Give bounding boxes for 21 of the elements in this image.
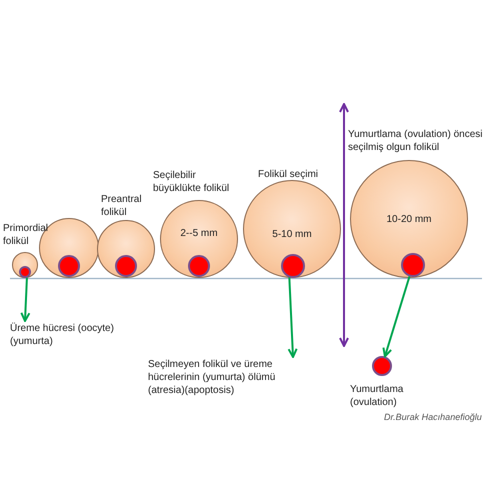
size-label: 5-10 mm [272, 228, 312, 240]
follicle-caption: Primordial folikül [3, 222, 50, 248]
follicle-caption: Folikül seçimi [258, 168, 320, 181]
arrow [288, 277, 298, 358]
follicle-caption: Preantral folikül [101, 193, 143, 219]
annotation-text: Seçilmeyen folikül ve üreme hücrelerinin (yumurta) ölümü (atresia)(apoptosis) [148, 358, 308, 397]
follicle-caption: Yumurtlama (ovulation) öncesi seçilmiş olgun folikül [348, 128, 484, 154]
egg-cell [401, 253, 425, 277]
author-signature: Dr.Burak Hacıhanefioğlu [384, 412, 482, 422]
follicle-caption: Seçilebilir büyüklükte folikül [153, 169, 230, 195]
arrow [382, 276, 410, 358]
follicle-caption: Yumurtlama (ovulation) [350, 383, 404, 409]
egg-cell [188, 255, 210, 277]
size-label: 10-20 mm [386, 214, 432, 224]
egg-cell [281, 254, 305, 278]
egg-cell [58, 255, 80, 277]
annotation-text: Üreme hücresi (oocyte) (yumurta) [10, 322, 140, 348]
egg-cell [115, 255, 137, 277]
arrow [20, 278, 30, 322]
size-label: 2--5 mm [180, 228, 218, 238]
egg-cell [19, 266, 31, 278]
